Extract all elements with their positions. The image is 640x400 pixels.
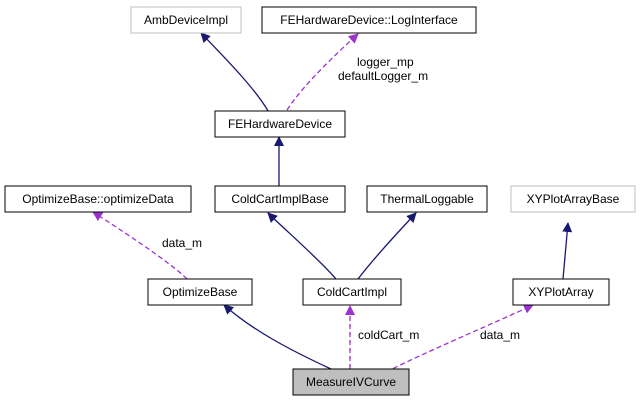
svg-text:AmbDeviceImpl: AmbDeviceImpl [144,13,228,27]
svg-text:FEHardwareDevice::LogInterface: FEHardwareDevice::LogInterface [280,13,458,27]
svg-text:XYPlotArray: XYPlotArray [528,285,593,299]
svg-text:XYPlotArrayBase: XYPlotArrayBase [527,192,620,206]
node-amb-device-impl[interactable]: AmbDeviceImpl [130,6,242,34]
edge-label-default-logger-m: defaultLogger_m [338,69,428,83]
svg-text:ColdCartImpl: ColdCartImpl [317,285,387,299]
node-optimize-base[interactable]: OptimizeBase [147,278,253,306]
edge-label-logger-mp: logger_mp [357,55,414,69]
svg-text:MeasureIVCurve: MeasureIVCurve [306,375,396,389]
node-cold-cart-impl-base[interactable]: ColdCartImplBase [214,185,346,213]
edge-fehardwaredevice-to-ambdeviceimpl [200,32,269,112]
edge-loginterface-to-fehardwaredevice [286,33,359,111]
node-thermal-loggable[interactable]: ThermalLoggable [366,185,488,213]
edge-optimizedata-to-optimizebase [92,211,188,280]
svg-text:ColdCartImplBase: ColdCartImplBase [231,192,329,206]
edge-coldcartimpl-to-coldcartimplbase [267,212,337,280]
edge-label-optimize-data-m: data_m [162,236,202,250]
edge-label-cold-cart-m: coldCart_m [358,328,419,342]
node-log-interface[interactable]: FEHardwareDevice::LogInterface [261,6,477,34]
edge-xyplotarray-to-measureivcurve [385,304,534,373]
svg-text:OptimizeBase::optimizeData: OptimizeBase::optimizeData [22,192,174,206]
node-xy-plot-array[interactable]: XYPlotArray [512,278,610,306]
edge-labels: logger_mp defaultLogger_m data_m coldCar… [162,55,520,342]
edge-measureivcurve-to-optimizebase [223,304,332,370]
svg-text:OptimizeBase: OptimizeBase [163,285,238,299]
edge-coldcartimpl-to-thermalloggable [357,212,417,280]
node-fe-hardware-device[interactable]: FEHardwareDevice [214,110,346,138]
edge-label-xy-data-m: data_m [480,328,520,342]
node-measure-iv-curve[interactable]: MeasureIVCurve [292,368,410,396]
node-optimize-data[interactable]: OptimizeBase::optimizeData [4,185,192,213]
node-xy-plot-array-base[interactable]: XYPlotArrayBase [510,185,636,213]
svg-text:FEHardwareDevice: FEHardwareDevice [228,117,332,131]
edges [92,32,573,373]
node-cold-cart-impl[interactable]: ColdCartImpl [302,278,402,306]
svg-text:ThermalLoggable: ThermalLoggable [380,192,474,206]
edge-xyplotarray-to-xyplotarraybase [562,222,573,280]
